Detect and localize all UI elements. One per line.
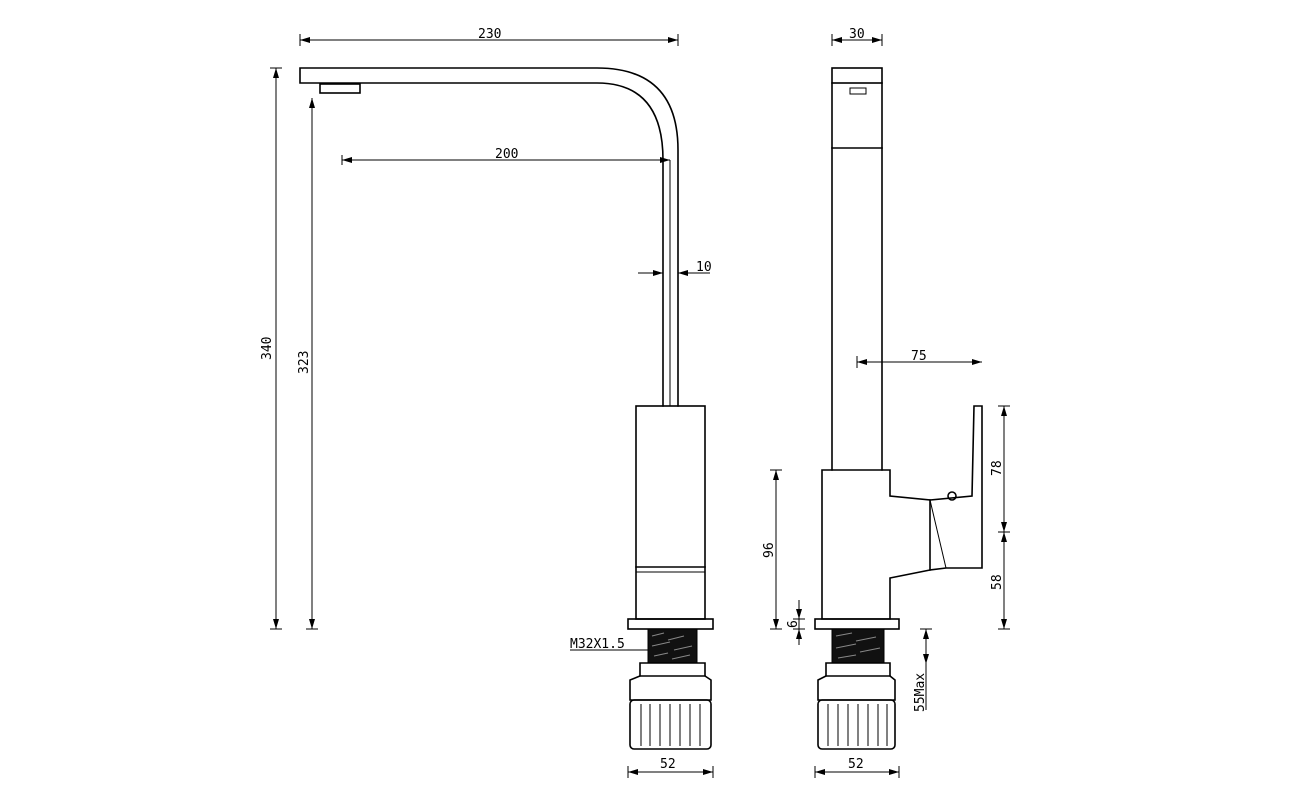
aerator (319, 83, 361, 94)
dim-30-label: 30 (849, 27, 865, 42)
front-view (299, 67, 714, 750)
thread-spec-label: M32X1.5 (570, 637, 625, 652)
side-dimensions: 30 75 96 6 78 58 55Max 52 (762, 27, 1010, 778)
thread-block (647, 628, 698, 664)
thread-hatching (651, 632, 693, 660)
dim-200-label: 200 (495, 147, 518, 162)
side-shank-nut (817, 662, 896, 701)
side-body (821, 469, 931, 620)
side-view (814, 67, 983, 750)
side-knob-flutes (827, 704, 888, 746)
base-plate (627, 618, 714, 630)
dim-6-label: 6 (786, 620, 801, 628)
dim-96-label: 96 (762, 542, 777, 558)
knob-flutes (640, 704, 701, 746)
lever-handle (929, 405, 983, 571)
dim-75-label: 75 (911, 349, 927, 364)
dim-58-label: 58 (990, 574, 1005, 590)
front-dimensions: 230 200 10 340 323 M32X1.5 52 (260, 27, 714, 778)
shank-nut (629, 662, 712, 701)
dim-52-side-label: 52 (848, 757, 864, 772)
fixing-knob (629, 699, 712, 750)
lever-pivot (947, 491, 957, 501)
side-fixing-knob (817, 699, 896, 750)
dim-340-label: 340 (260, 337, 275, 360)
dim-10-label: 10 (696, 260, 712, 275)
body (635, 405, 706, 620)
dim-323-label: 323 (297, 351, 312, 374)
dim-230-label: 230 (478, 27, 501, 42)
spout-head (831, 67, 883, 84)
spout-outline (299, 67, 679, 407)
dim-78-label: 78 (990, 460, 1005, 476)
side-base-plate (814, 618, 900, 630)
dim-52-front-label: 52 (660, 757, 676, 772)
side-thread-hatching (835, 632, 881, 659)
aerator-side (849, 87, 867, 95)
dim-55max-label: 55Max (913, 673, 928, 712)
